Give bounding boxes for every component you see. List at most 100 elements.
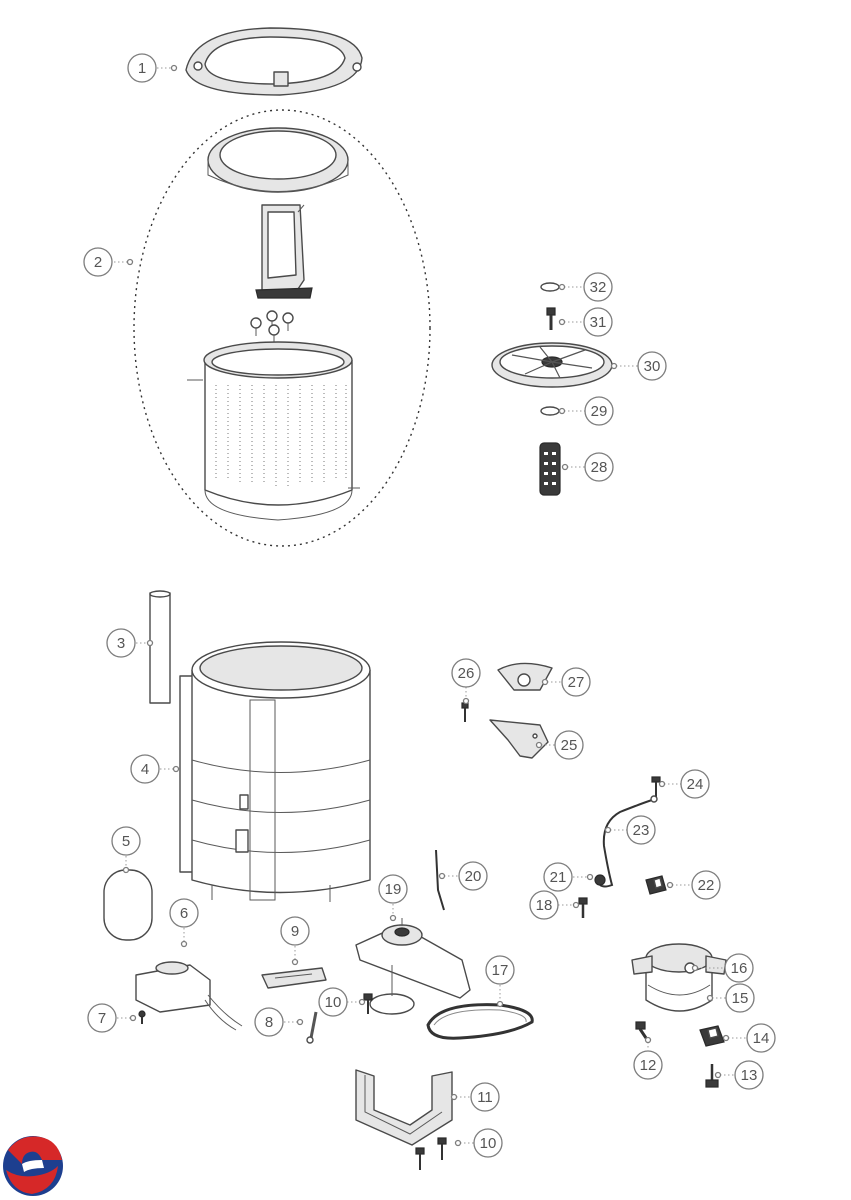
callout-26: 26 (451, 658, 481, 705)
callout-20: 20 (438, 861, 488, 891)
callout-4: 4 (130, 754, 180, 784)
part-17-belt (426, 1003, 534, 1040)
svg-text:31: 31 (590, 314, 607, 331)
callout-24: 24 (658, 769, 710, 799)
callout-12: 12 (633, 1036, 663, 1080)
part-10-bolt-upper (363, 993, 373, 1014)
svg-text:17: 17 (492, 962, 509, 979)
callout-14: 14 (722, 1023, 776, 1053)
callout-17: 17 (485, 955, 515, 1008)
svg-text:6: 6 (180, 905, 188, 922)
part-25-plate (489, 719, 549, 759)
callout-19: 19 (378, 874, 408, 922)
svg-text:14: 14 (753, 1030, 770, 1047)
part-11-motor-bracket (355, 1069, 453, 1146)
part-26-screw (461, 702, 469, 722)
callout-18: 18 (529, 890, 580, 920)
part-22-connector (645, 875, 667, 895)
svg-text:22: 22 (698, 877, 715, 894)
callout-2: 2 (83, 247, 134, 277)
part-8-pin (306, 1011, 318, 1044)
callout-25: 25 (535, 730, 584, 760)
callout-10a: 10 (318, 987, 366, 1017)
part-19-clutch-assembly (355, 918, 471, 1015)
part-23-ground-wire (599, 795, 658, 888)
part-28-filter (539, 442, 561, 496)
callout-21: 21 (543, 862, 594, 892)
callout-23: 23 (604, 815, 656, 845)
svg-text:2: 2 (94, 254, 102, 271)
callout-3: 3 (106, 628, 154, 658)
part-9-bracket (261, 967, 327, 989)
svg-text:3: 3 (117, 635, 125, 652)
callout-22: 22 (666, 870, 721, 900)
part-2-balance-ring (207, 127, 349, 193)
callout-6: 6 (169, 898, 199, 948)
svg-text:27: 27 (568, 674, 585, 691)
brand-logo-icon (3, 1136, 63, 1196)
part-20-rod (435, 849, 445, 911)
part-2-spin-basket (187, 341, 360, 521)
callout-10b: 10 (454, 1128, 503, 1158)
svg-text:23: 23 (633, 822, 650, 839)
svg-text:8: 8 (265, 1014, 273, 1031)
part-10-bolts-lower (415, 1137, 447, 1170)
part-2-screws (250, 310, 294, 343)
part-2-lifter-bracket (255, 204, 313, 299)
part-27-cam (497, 662, 553, 691)
callout-28: 28 (561, 452, 614, 482)
svg-text:29: 29 (591, 403, 608, 420)
svg-text:16: 16 (731, 960, 748, 977)
callout-5: 5 (111, 826, 141, 874)
svg-text:18: 18 (536, 897, 553, 914)
part-24-screw (651, 776, 661, 797)
svg-text:7: 7 (98, 1010, 106, 1027)
svg-text:13: 13 (741, 1067, 758, 1084)
callout-32: 32 (558, 272, 613, 302)
callout-9: 9 (280, 916, 310, 966)
part-7-screw (138, 1010, 146, 1024)
callout-29: 29 (558, 396, 614, 426)
svg-text:12: 12 (640, 1057, 657, 1074)
svg-text:10: 10 (325, 994, 342, 1011)
part-5-seal (103, 869, 153, 941)
part-13-bolt (705, 1064, 719, 1088)
callout-8: 8 (254, 1007, 304, 1037)
callout-27: 27 (541, 667, 591, 697)
svg-text:15: 15 (732, 990, 749, 1007)
svg-text:32: 32 (590, 279, 607, 296)
svg-text:11: 11 (477, 1089, 493, 1106)
svg-text:9: 9 (291, 923, 299, 940)
callout-30: 30 (610, 351, 667, 381)
callout-1: 1 (127, 53, 178, 83)
svg-text:19: 19 (385, 881, 402, 898)
part-3-hose (149, 590, 171, 704)
svg-text:25: 25 (561, 737, 578, 754)
callout-11: 11 (450, 1082, 500, 1112)
part-21-nut (594, 874, 606, 886)
svg-text:10: 10 (480, 1135, 497, 1152)
part-30-pulsator (491, 342, 613, 388)
svg-text:21: 21 (550, 869, 567, 886)
callout-16: 16 (691, 953, 754, 983)
callout-13: 13 (714, 1060, 764, 1090)
part-14-cap (699, 1025, 725, 1047)
part-32-washer (540, 282, 560, 292)
part-1-lid-ring (185, 27, 363, 96)
part-6-drain-motor (135, 961, 243, 1031)
callout-7: 7 (87, 1003, 137, 1033)
svg-text:20: 20 (465, 868, 482, 885)
svg-text:1: 1 (138, 60, 146, 77)
part-4-outer-tub (179, 641, 371, 902)
part-15-motor (631, 943, 727, 1012)
svg-text:26: 26 (458, 665, 475, 682)
part-31-bolt (546, 307, 556, 330)
svg-text:28: 28 (591, 459, 608, 476)
part-18-screw (578, 897, 588, 918)
callout-15: 15 (706, 983, 755, 1013)
part-2-group-boundary (133, 109, 431, 547)
svg-text:24: 24 (687, 776, 704, 793)
callout-31: 31 (558, 307, 613, 337)
svg-text:5: 5 (122, 833, 130, 850)
